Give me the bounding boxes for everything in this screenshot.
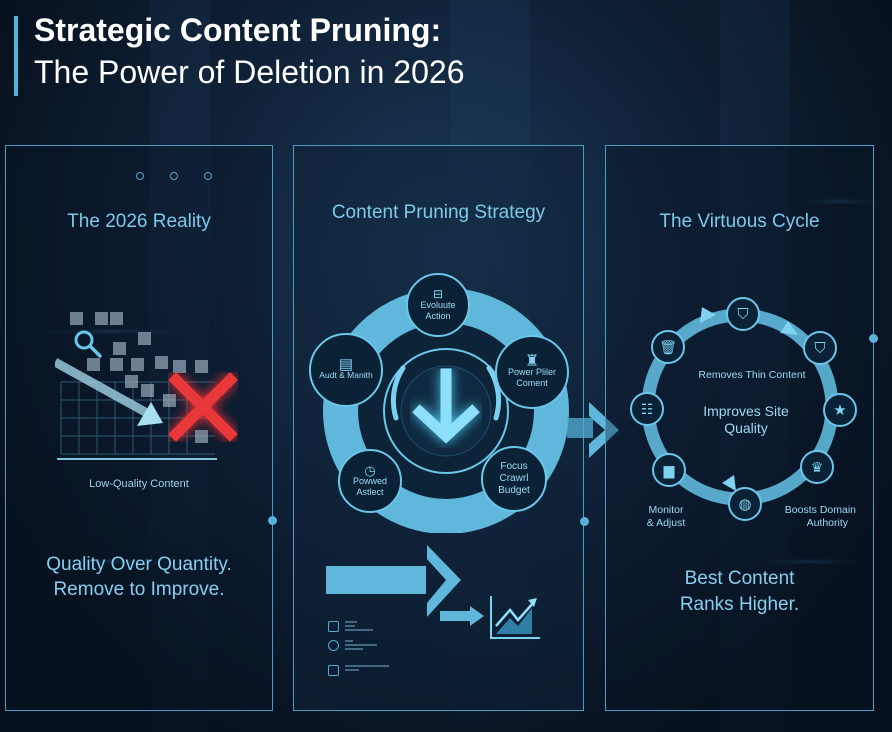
- label-adjust: & Adjust: [646, 517, 686, 529]
- node-label: Budget: [498, 485, 530, 496]
- bar-chart-icon: ▆: [652, 453, 686, 487]
- node-label: Audt & Manith: [319, 370, 373, 380]
- trash-icon: 🗑: [651, 330, 685, 364]
- node-label: Powwed: [352, 475, 388, 486]
- node-label: Action: [425, 310, 451, 321]
- red-x-icon: [168, 372, 238, 442]
- node-label: Coment: [516, 377, 548, 388]
- panel-tagline-line1: Best Content: [684, 568, 795, 589]
- legend-text: [345, 621, 373, 633]
- node-label: Power Pliler: [507, 366, 556, 377]
- chevron-right-icon: [567, 402, 619, 458]
- label-authority: Authority: [806, 517, 848, 529]
- panel-title: Content Pruning Strategy: [331, 202, 546, 223]
- background-streak: [40, 330, 180, 333]
- legend-icon: [328, 621, 339, 632]
- background-streak: [800, 200, 880, 203]
- legend-item: [328, 621, 373, 633]
- title-accent-bar: [14, 16, 18, 96]
- background-column: [720, 0, 790, 732]
- down-arrow-icon: [412, 368, 480, 444]
- dashboard-icon: ▤: [338, 356, 354, 373]
- label-removes-thin-content: Removes Thin Content: [698, 369, 806, 381]
- node-label: Focus: [500, 461, 528, 472]
- legend-text: [345, 665, 389, 673]
- decorative-dots: [136, 172, 212, 180]
- small-right-arrow-icon: [440, 606, 484, 626]
- chart-caption: Low-Quality Content: [89, 478, 189, 490]
- node-label: Astlect: [356, 486, 384, 497]
- trophy-pillar-icon: ♜: [524, 352, 540, 370]
- legend-text: [345, 640, 377, 652]
- cycle-center-line1: Improves Site: [703, 403, 789, 419]
- panel-tagline-line1: Quality Over Quantity.: [46, 554, 232, 575]
- connector-dot: [580, 517, 589, 526]
- strategy-node-audit-monitor: ▤ Audt & Manith: [309, 333, 383, 407]
- connector-dot: [869, 334, 878, 343]
- clock-icon: ◷: [364, 462, 376, 478]
- background-streak: [60, 560, 170, 563]
- panel-tagline-line2: Ranks Higher.: [679, 594, 800, 615]
- magnifier-icon: [74, 330, 102, 358]
- node-label: Crawrl: [499, 473, 529, 484]
- strategy-node-focus-crawl-budget: Focus Crawrl Budget: [481, 446, 547, 512]
- panel-tagline-line2: Remove to Improve.: [53, 579, 225, 600]
- growth-chart-icon: [490, 596, 540, 639]
- page-subtitle: The Power of Deletion in 2026: [34, 54, 465, 90]
- legend-icon: [328, 665, 339, 676]
- strategy-node-evaluate-action: ⊟ Evoluute Action: [406, 273, 470, 337]
- panel-1-content: The 2026 Reality L: [5, 145, 273, 711]
- label-boosts-domain: Boosts Domain: [784, 504, 856, 516]
- connector-dot: [268, 516, 277, 525]
- shield-icon: ⛉: [726, 297, 760, 331]
- legend-item: [328, 640, 377, 652]
- legend-item: [328, 665, 389, 676]
- cycle-center-line2: Quality: [724, 420, 768, 436]
- checklist-icon: ☷: [630, 392, 664, 426]
- right-arrow-icon: [326, 545, 461, 617]
- shield-icon: ⛉: [803, 331, 837, 365]
- crown-icon: ♛: [800, 450, 834, 484]
- globe-icon: ◍: [728, 487, 762, 521]
- strategy-node-powered-aspect: ◷ Powwed Astlect: [338, 449, 402, 513]
- panel-title: The 2026 Reality: [67, 211, 211, 232]
- node-label: Evoluute: [420, 299, 456, 310]
- strategy-node-power-pillar: ♜ Power Pliler Coment: [495, 335, 569, 409]
- panel-title: The Virtuous Cycle: [659, 211, 820, 232]
- label-monitor: Monitor: [648, 504, 684, 516]
- chart-baseline: [57, 458, 217, 460]
- legend-icon: [328, 640, 339, 651]
- page-title: Strategic Content Pruning:: [34, 12, 442, 48]
- background-streak: [760, 560, 860, 563]
- star-icon: ★: [823, 393, 857, 427]
- flowchart-icon: ⊟: [432, 286, 444, 301]
